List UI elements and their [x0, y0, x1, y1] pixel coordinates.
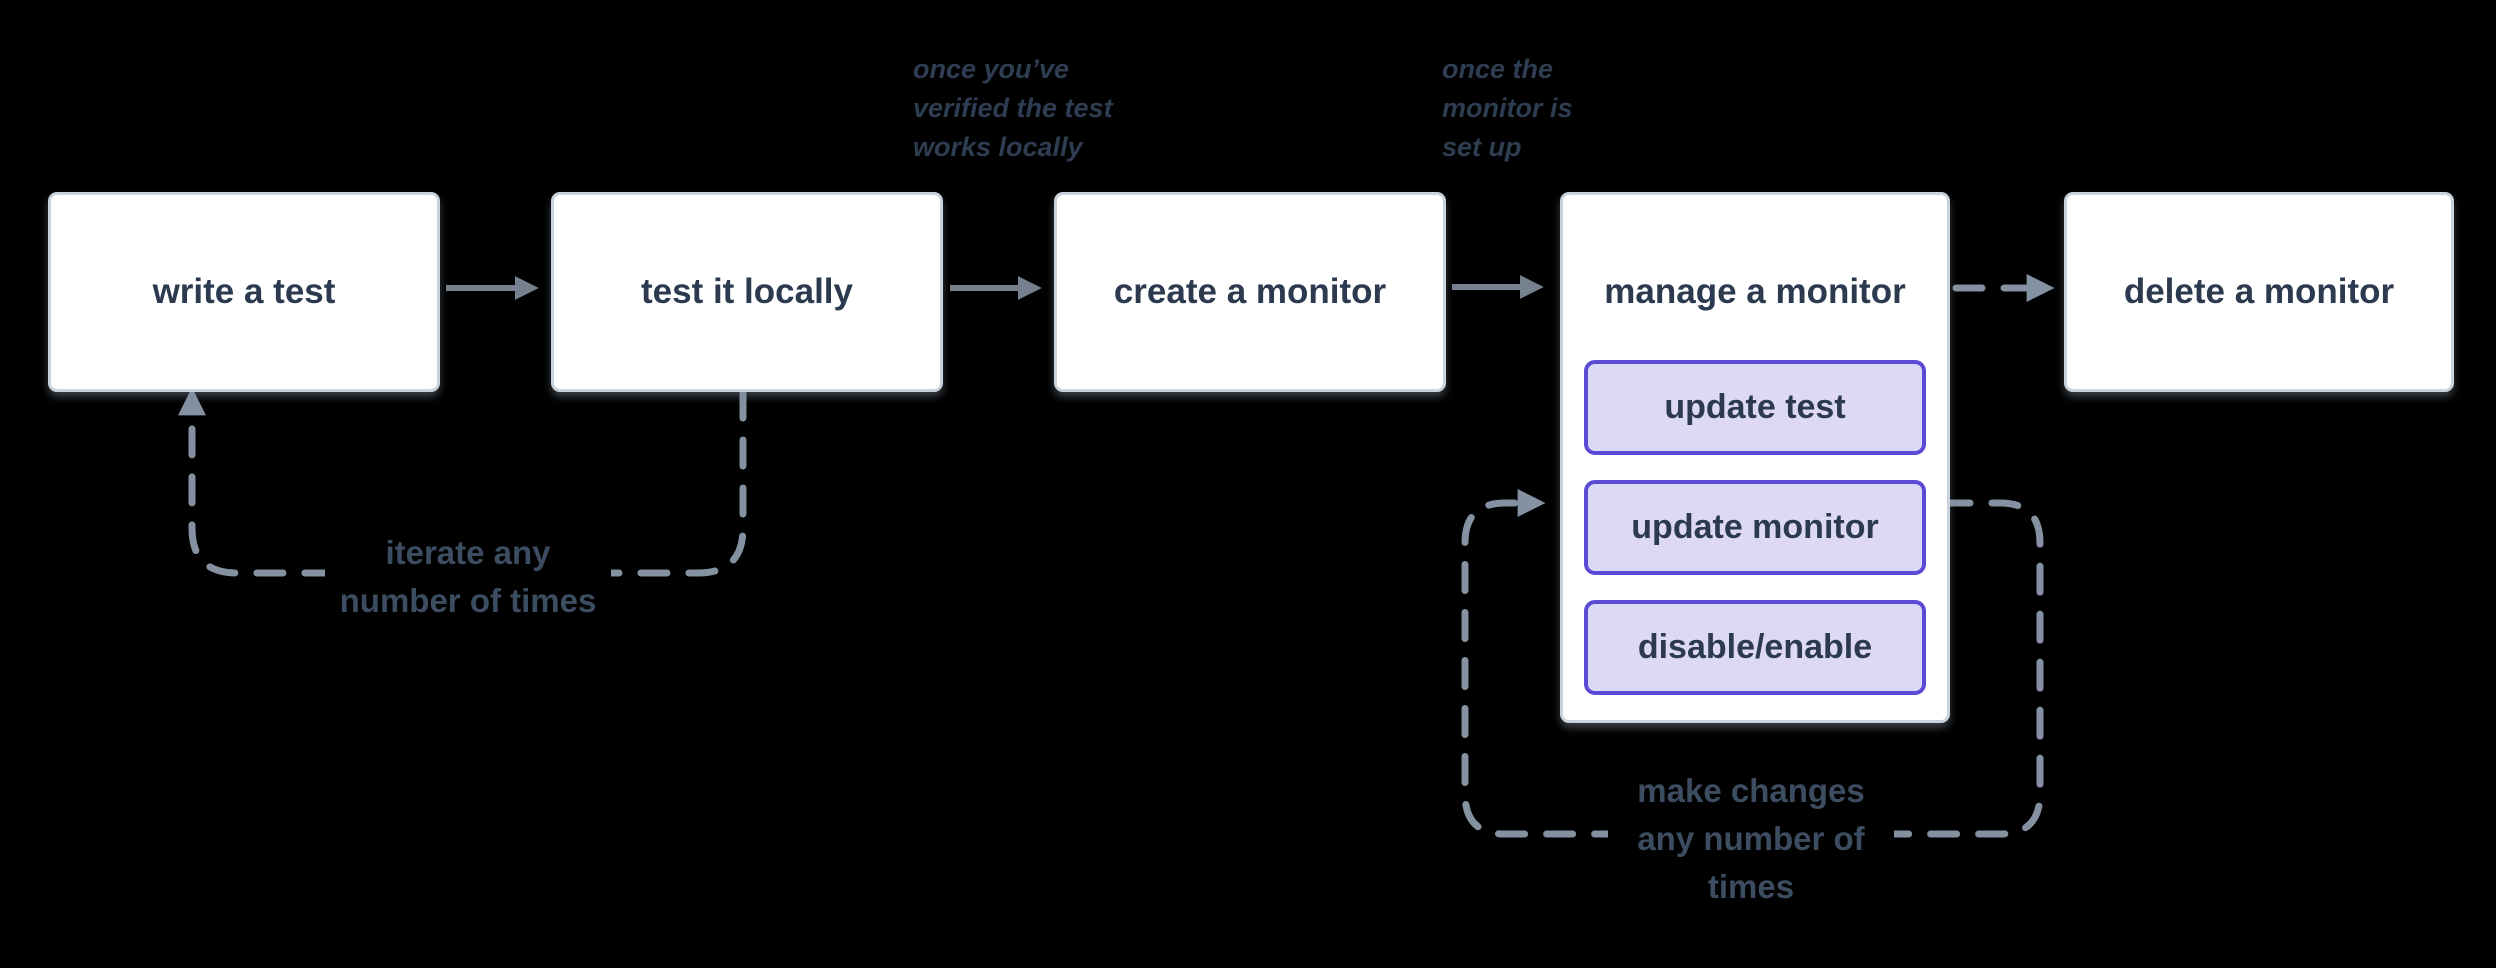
annotation-line: once you’ve [913, 54, 1070, 84]
annotation-monitor-set-up: once the monitor is set up [1442, 50, 1573, 167]
box-manage-a-monitor: manage a monitor update test update moni… [1560, 192, 1950, 723]
loop-label-line: times [1707, 868, 1795, 905]
annotation-line: set up [1442, 132, 1522, 162]
box-delete-a-monitor: delete a monitor [2064, 192, 2454, 392]
loop-label-line: number of times [339, 582, 597, 619]
button-update-monitor: update monitor [1584, 480, 1926, 575]
annotation-line: once the [1442, 54, 1554, 84]
button-label: update monitor [1631, 508, 1879, 546]
button-label: disable/enable [1637, 628, 1873, 666]
box-write-a-test: write a test [48, 192, 440, 392]
box-label: write a test [152, 272, 336, 311]
loop-label-line: iterate any [385, 534, 551, 571]
loop-label-line: make changes [1637, 772, 1865, 809]
button-label: update test [1664, 388, 1846, 426]
box-label: delete a monitor [2123, 272, 2395, 311]
button-disable-enable: disable/enable [1584, 600, 1926, 695]
loop-label-line: any number of [1637, 820, 1865, 857]
box-label: test it locally [640, 272, 854, 311]
button-update-test: update test [1584, 360, 1926, 455]
make-changes-loop-label: make changes any number of times [1608, 767, 1894, 911]
box-create-a-monitor: create a monitor [1054, 192, 1446, 392]
iterate-loop-label: iterate any number of times [325, 529, 611, 625]
box-label: manage a monitor [1604, 272, 1906, 311]
box-test-it-locally: test it locally [551, 192, 943, 392]
annotation-line: monitor is [1442, 93, 1573, 123]
annotation-line: works locally [913, 132, 1083, 162]
annotation-line: verified the test [913, 93, 1113, 123]
annotation-verified-locally: once you’ve verified the test works loca… [913, 50, 1113, 167]
box-label: create a monitor [1113, 272, 1387, 311]
